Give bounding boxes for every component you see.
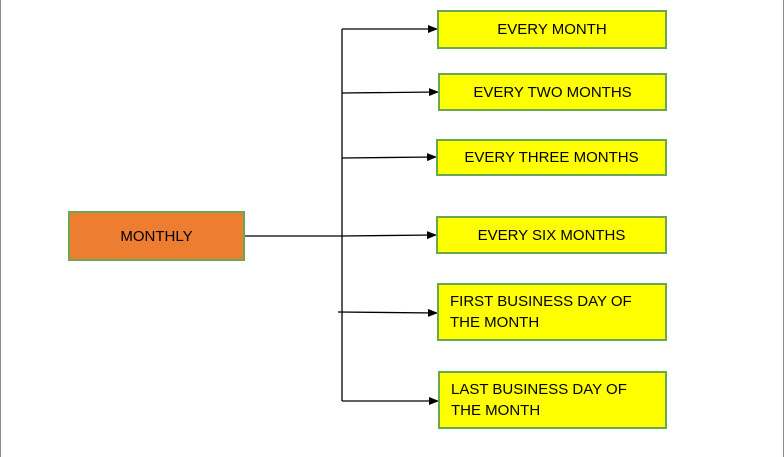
option-first-business-day: FIRST BUSINESS DAY OF THE MONTH — [437, 283, 667, 341]
monthly-root-box: MONTHLY — [68, 211, 245, 261]
branch-arrow — [337, 308, 438, 317]
branch-arrow — [341, 153, 437, 162]
option-every-six-months: EVERY SIX MONTHS — [436, 216, 667, 254]
option-label: EVERY THREE MONTHS — [464, 149, 639, 166]
option-label: FIRST BUSINESS DAY OF THE MONTH — [450, 293, 632, 331]
option-every-month: EVERY MONTH — [437, 10, 667, 49]
branch-arrow — [341, 231, 437, 240]
option-label: EVERY TWO MONTHS — [473, 83, 632, 101]
root-label: MONTHLY — [120, 227, 193, 245]
option-every-three-months: EVERY THREE MONTHS — [436, 139, 667, 176]
option-label: EVERY MONTH — [497, 21, 607, 38]
option-every-two-months: EVERY TWO MONTHS — [438, 73, 667, 111]
branch-arrow — [341, 88, 439, 97]
option-last-business-day: LAST BUSINESS DAY OF THE MONTH — [438, 371, 667, 429]
option-label: EVERY SIX MONTHS — [477, 226, 626, 244]
option-label: LAST BUSINESS DAY OF THE MONTH — [451, 381, 627, 419]
